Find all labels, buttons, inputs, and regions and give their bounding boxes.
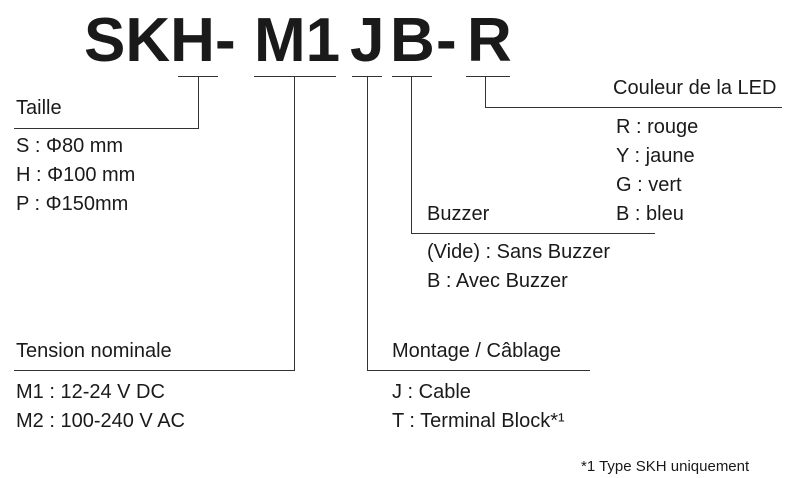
taille-option: P : Φ150mm (16, 193, 129, 215)
connector-buzzer (411, 76, 655, 234)
taille-option: H : Φ100 mm (16, 164, 136, 186)
code-series: SKH (84, 6, 215, 75)
footnote: *1 Type SKH uniquement (581, 458, 750, 475)
buzzer-option: B : Avec Buzzer (427, 270, 568, 292)
couleur-option: G : vert (616, 174, 682, 196)
tension-title: Tension nominale (16, 340, 172, 362)
code-dash-1: - (215, 6, 236, 75)
tension-option: M1 : 12-24 V DC (16, 381, 165, 403)
buzzer-option: (Vide) : Sans Buzzer (427, 241, 611, 263)
connector-couleur (485, 76, 782, 108)
couleur-option: R : rouge (616, 116, 699, 138)
tension-option: M2 : 100-240 V AC (16, 410, 185, 432)
montage-option: J : Cable (392, 381, 471, 403)
taille-title: Taille (16, 97, 62, 119)
code-color: R (467, 6, 512, 75)
montage-title: Montage / Câblage (392, 340, 562, 362)
connector-taille (14, 76, 199, 129)
couleur-option: B : bleu (616, 203, 684, 225)
connector-tension (14, 76, 295, 371)
couleur-title: Couleur de la LED (613, 77, 777, 99)
buzzer-title: Buzzer (427, 203, 490, 225)
code-dash-2: - (436, 6, 457, 75)
code-mount: J (350, 6, 385, 75)
connector-montage (367, 76, 590, 371)
taille-option: S : Φ80 mm (16, 135, 124, 157)
code-buzzer: B (390, 6, 435, 75)
montage-option: T : Terminal Block*¹ (392, 410, 565, 432)
couleur-option: Y : jaune (616, 145, 695, 167)
code-size: M1 (254, 6, 341, 75)
